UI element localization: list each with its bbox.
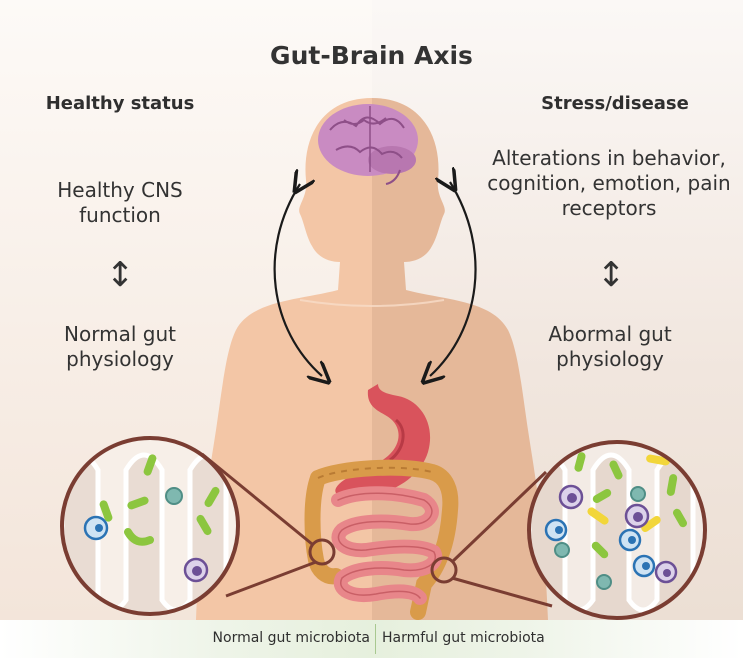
microbiota-legend-bar (0, 620, 743, 658)
legend-divider (375, 624, 376, 654)
virus-icon (597, 575, 611, 589)
legend-normal-microbiota: Normal gut microbiota (140, 630, 370, 646)
zoom-lens-harmful (529, 442, 705, 620)
alterations-text: Alterations in behavior, cognition, emot… (470, 146, 743, 221)
heading-stress: Stress/disease (515, 93, 715, 116)
legend-harmful-microbiota: Harmful gut microbiota (382, 630, 612, 646)
virus-icon (166, 488, 182, 504)
heading-healthy: Healthy status (20, 93, 220, 116)
virus-icon (555, 543, 569, 557)
abnormal-gut-text: Abormal gut physiology (500, 322, 720, 372)
updown-arrow-icon: ↕ (597, 258, 626, 292)
updown-arrow-icon: ↕ (106, 258, 135, 292)
normal-gut-text: Normal gut physiology (30, 322, 210, 372)
virus-icon (631, 487, 645, 501)
healthy-cns-text: Healthy CNS function (30, 178, 210, 228)
diagram-title: Gut-Brain Axis (0, 40, 743, 71)
